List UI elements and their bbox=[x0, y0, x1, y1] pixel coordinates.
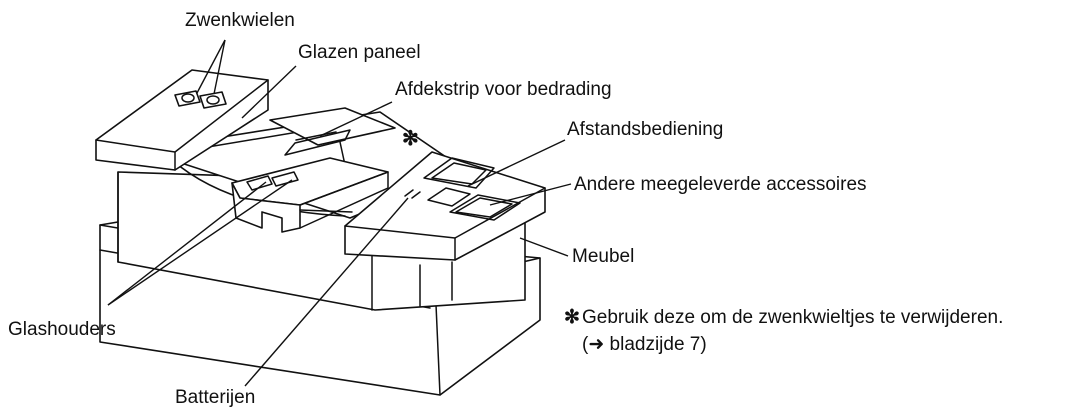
label-glass-panel: Glazen paneel bbox=[298, 42, 421, 63]
glass-holder-block bbox=[231, 157, 389, 233]
label-furniture: Meubel bbox=[572, 246, 634, 267]
label-casters: Zwenkwielen bbox=[185, 10, 295, 31]
leader-lines bbox=[107, 39, 572, 387]
right-top-pad bbox=[344, 151, 546, 261]
label-batteries: Batterijen bbox=[175, 387, 255, 408]
footnote-asterisk: ✻ bbox=[564, 307, 580, 328]
label-glass-holders: Glashouders bbox=[8, 319, 116, 340]
label-other-accessories: Andere meegeleverde accessoires bbox=[574, 174, 867, 195]
left-top-pad bbox=[95, 69, 269, 171]
asterisk-marker: ✻ bbox=[402, 128, 419, 150]
label-remote: Afstandsbediening bbox=[567, 119, 723, 140]
footnote-line1: Gebruik deze om de zwenkwieltjes te verw… bbox=[582, 307, 1003, 328]
label-cable-cover: Afdekstrip voor bedrading bbox=[395, 79, 612, 100]
footnote-line2: (➜ bladzijde 7) bbox=[582, 334, 707, 355]
